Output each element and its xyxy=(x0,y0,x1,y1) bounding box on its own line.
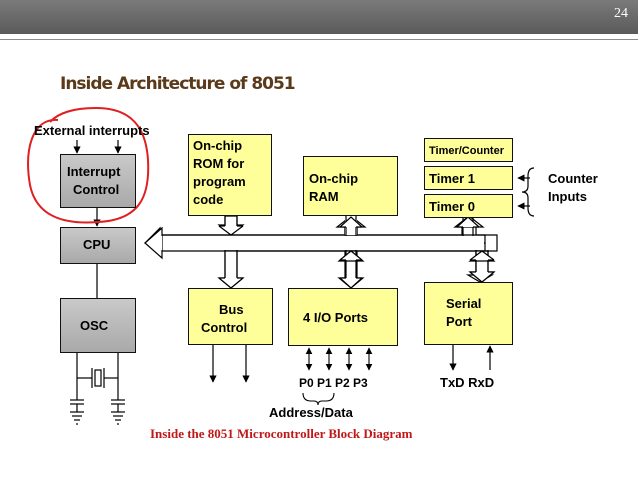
header-gap xyxy=(0,34,638,39)
timer-counter-block xyxy=(424,138,513,162)
timer0-label: Timer 0 xyxy=(429,199,476,214)
osc-block xyxy=(60,298,136,353)
bus-rails xyxy=(160,234,485,252)
cpu-label: CPU xyxy=(83,237,111,252)
serial-port-label-2: Port xyxy=(446,314,472,329)
txd-rxd-label: TxD RxD xyxy=(440,375,495,390)
interrupt-wires xyxy=(73,140,122,400)
osc-label: OSC xyxy=(80,318,109,333)
crystal-icon xyxy=(91,368,105,388)
interrupt-control-label-2: Control xyxy=(73,182,120,197)
io-ports-block xyxy=(288,288,398,346)
interrupt-control-label-1: Interrupt xyxy=(67,164,121,179)
counter-input-wires xyxy=(517,167,535,217)
rom-label-4: code xyxy=(193,192,224,207)
serial-port-label-1: Serial xyxy=(446,296,482,311)
interrupt-control-block xyxy=(60,154,136,208)
bus-arrow-left xyxy=(144,226,163,260)
bus-control-label-2: Control xyxy=(201,320,248,335)
ports-label: P0 P1 P2 P3 xyxy=(299,376,368,390)
timer0-block xyxy=(424,194,513,218)
diagram-caption: Inside the 8051 Microcontroller Block Di… xyxy=(150,426,413,441)
timer1-label: Timer 1 xyxy=(429,171,476,186)
serial-port-block xyxy=(424,282,513,345)
counter-inputs-label-1: Counter xyxy=(548,171,598,186)
slide-number: 24 xyxy=(614,6,628,21)
bus-control-label-1: Bus xyxy=(219,302,244,317)
bus-control-block xyxy=(188,288,273,345)
external-interrupts-label: External interrupts xyxy=(34,123,150,138)
rom-block xyxy=(188,134,272,216)
counter-inputs-label-2: Inputs xyxy=(548,189,587,204)
rom-label-3: program xyxy=(193,174,246,189)
ram-label-1: On-chip xyxy=(309,171,359,186)
rom-label-1: On-chip xyxy=(193,138,243,153)
header-bar xyxy=(0,0,638,34)
cpu-block xyxy=(60,227,136,264)
address-data-label: Address/Data xyxy=(269,405,353,420)
bus-control-wires xyxy=(209,345,250,383)
timer-counter-label: Timer/Counter xyxy=(429,145,504,157)
ram-label-2: RAM xyxy=(309,189,339,204)
header-rule xyxy=(0,39,638,40)
ram-block xyxy=(303,156,398,216)
serial-wires xyxy=(449,345,494,371)
address-data-brace xyxy=(302,392,335,406)
rom-label-2: ROM for xyxy=(193,156,245,171)
io-ports-label: 4 I/O Ports xyxy=(303,310,369,325)
slide-title: Inside Architecture of 8051 xyxy=(60,74,296,94)
annotation-circle xyxy=(27,106,150,224)
timer1-block xyxy=(424,166,513,190)
port-wires xyxy=(305,347,373,371)
ground-icon xyxy=(70,399,125,425)
